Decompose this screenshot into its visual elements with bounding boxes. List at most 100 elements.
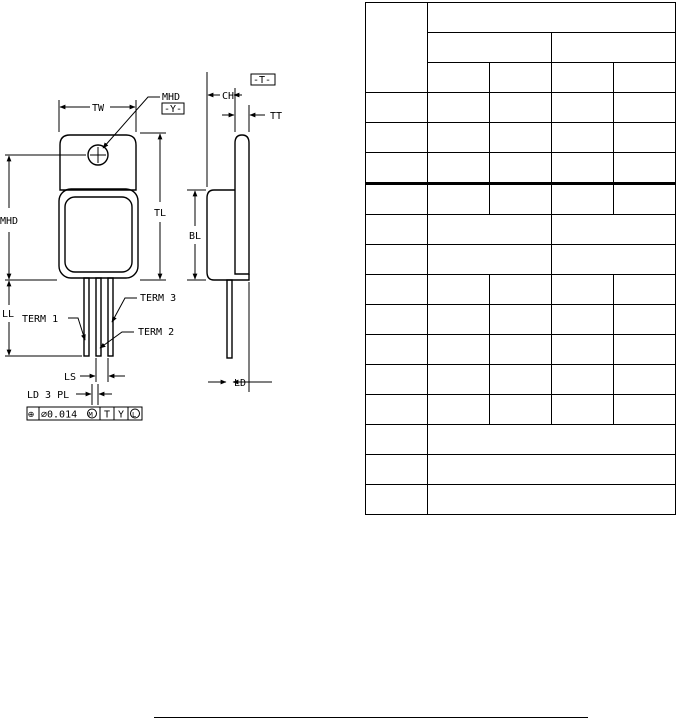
label-ll: LL [2,309,14,320]
table-cell [551,122,614,153]
footer-rule [154,717,588,718]
table-cell [427,152,490,184]
table-cell [365,214,428,245]
lead-1 [83,277,90,357]
table-cell [365,424,428,455]
table-cell [613,304,676,335]
label-ch: CH [222,91,234,102]
table-cell [489,122,552,153]
table-row [366,62,676,93]
label-ld-note: LD 3 PL [27,390,69,401]
dimension-table [365,2,676,515]
package-tab [59,134,137,191]
table-row [365,182,676,215]
table-cell [427,394,490,425]
table-cell [427,274,490,305]
table-cell [613,122,676,153]
table-row [365,304,676,335]
table-row [365,274,676,305]
fcf-datum-2: Y [118,410,124,421]
fcf-datum-1: T [104,410,110,421]
package-body-outer [58,188,139,279]
table-cell [551,182,614,215]
table-cell [365,92,428,123]
table-cell [613,394,676,425]
table-cell [551,274,614,305]
table-cell [427,364,490,395]
table-row [365,152,676,184]
table-cell [427,484,676,515]
label-term-1: TERM 1 [22,314,58,325]
table-row [365,424,676,455]
table-row [365,334,676,365]
label-datum-y: -Y- [164,104,182,115]
table-cell [489,152,552,184]
table-cell [365,244,428,275]
package-body-inner [64,196,133,273]
table-cell [613,92,676,123]
label-mhd-top: MHD [162,92,180,103]
table-cell [427,92,490,123]
table-cell [365,334,428,365]
table-cell [427,62,490,93]
fcf-position-symbol: ⊕ [28,410,34,421]
table-cell [551,32,676,63]
table-cell [613,334,676,365]
lead-2 [95,277,102,357]
table-cell [551,304,614,335]
side-view-tab [234,134,250,275]
table-cell [613,274,676,305]
label-term-2: TERM 2 [138,327,174,338]
lead-3 [107,277,114,357]
table-cell [613,152,676,184]
table-row [365,92,676,123]
table-cell [365,364,428,395]
table-row [365,394,676,425]
label-bl: BL [189,231,201,242]
table-cell [365,182,428,215]
table-cell [489,394,552,425]
table-cell [365,454,428,485]
table-cell [489,364,552,395]
table-row [365,122,676,153]
table-cell [613,62,676,93]
fcf-datum-3: L [132,411,136,419]
table-cell [427,122,490,153]
mounting-hole [87,144,109,166]
table-cell [613,364,676,395]
table-cell [551,334,614,365]
table-cell [365,274,428,305]
table-cell [489,274,552,305]
table-cell [365,152,428,184]
table-cell [427,424,676,455]
table-cell [551,394,614,425]
table-cell [427,334,490,365]
table-cell [489,304,552,335]
table-row [365,214,676,245]
label-datum-t: -T- [253,75,271,86]
table-cell [613,182,676,215]
table-cell [551,214,676,245]
side-view-lead [226,279,233,359]
table-row [365,454,676,485]
side-view-body [206,189,250,281]
table-cell [365,122,428,153]
table-cell [551,62,614,93]
table-cell [489,334,552,365]
table-cell [551,92,614,123]
label-ls: LS [64,372,76,383]
label-ld-side: LD [234,378,246,389]
fcf-modifier: M [89,411,93,419]
label-tl: TL [154,208,166,219]
table-cell [489,182,552,215]
table-row [365,364,676,395]
table-cell [427,454,676,485]
table-row [365,484,676,515]
table-cell [365,304,428,335]
table-cell [427,244,552,275]
table-row [366,32,676,63]
table-cell [427,182,490,215]
table-cell [365,394,428,425]
table-cell [489,92,552,123]
table-cell [365,2,428,93]
